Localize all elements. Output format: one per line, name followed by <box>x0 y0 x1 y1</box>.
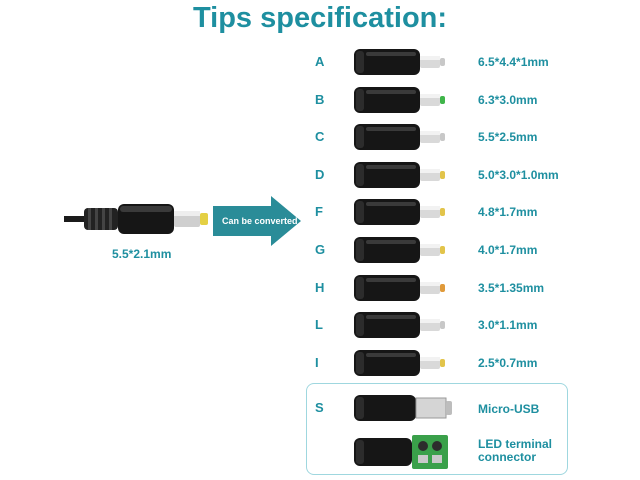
tip-letter: L <box>315 317 323 333</box>
tip-spec: 4.8*1.7mm <box>478 205 538 220</box>
special-tips-box <box>306 383 568 475</box>
tip-image <box>354 86 445 113</box>
source-plug-image <box>64 204 208 234</box>
tip-image <box>354 199 445 226</box>
tip-letter: D <box>315 166 325 182</box>
tip-image <box>354 274 445 301</box>
tip-spec: 3.5*1.35mm <box>478 280 545 295</box>
tip-image <box>354 124 445 151</box>
tip-letter: A <box>315 54 325 69</box>
arrow-right-icon <box>213 196 301 246</box>
tip-spec: 6.5*4.4*1mm <box>478 55 549 69</box>
micro-usb-label: Micro-USB <box>478 402 540 416</box>
tip-spec: 2.5*0.7mm <box>478 355 538 370</box>
tip-spec: 3.0*1.1mm <box>478 318 538 333</box>
tip-letter: F <box>315 204 323 220</box>
tip-image <box>354 161 445 188</box>
page-title: Tips specification: <box>192 2 448 34</box>
tip-letter: I <box>315 354 319 370</box>
tip-letter: H <box>315 279 325 295</box>
tip-image <box>354 312 445 339</box>
tip-spec: 5.5*2.5mm <box>478 130 538 145</box>
source-plug-label: 5.5*2.1mm <box>112 247 172 261</box>
tip-letter: B <box>315 91 325 107</box>
tip-spec: 6.3*3.0mm <box>478 92 538 107</box>
micro-usb-tip-image <box>354 395 452 421</box>
led-terminal-label-line2: connector <box>478 450 537 464</box>
tip-letter: G <box>315 242 326 257</box>
tip-image <box>354 237 445 263</box>
tip-letter-s: S <box>315 400 324 415</box>
tip-spec: 4.0*1.7mm <box>478 243 538 257</box>
tip-image <box>354 349 445 376</box>
led-terminal-label-line1: LED terminal <box>478 437 553 451</box>
arrow-label: Can be converted <box>222 216 298 226</box>
tip-spec: 5.0*3.0*1.0mm <box>478 167 559 182</box>
tip-letter: C <box>315 129 325 145</box>
tip-image <box>354 49 445 75</box>
led-terminal-tip-image <box>354 435 448 469</box>
